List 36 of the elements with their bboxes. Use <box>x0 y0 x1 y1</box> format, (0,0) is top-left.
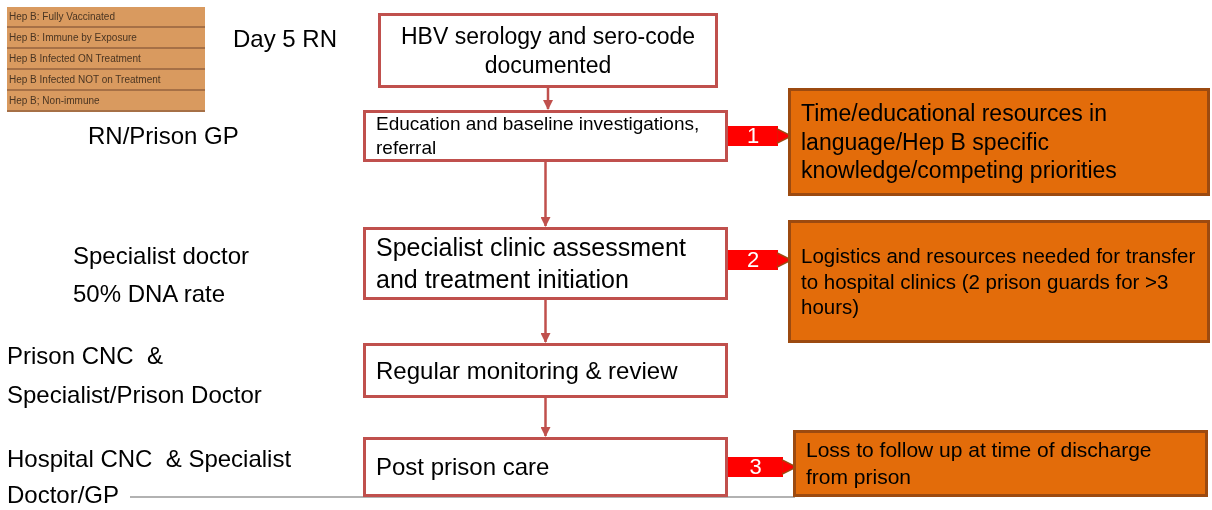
process-box <box>363 343 728 398</box>
step-number: 2 <box>745 249 761 271</box>
process-box <box>378 13 718 88</box>
role-label: RN/Prison GP <box>88 122 239 150</box>
step-number: 1 <box>745 125 761 147</box>
table-cell: Hep B; Non-immune <box>7 91 205 112</box>
barrier-box <box>788 220 1210 343</box>
role-label: Prison CNC & <box>7 342 164 370</box>
arrow <box>543 88 553 110</box>
table-cell: Hep B Infected NOT on Treatment <box>7 70 205 91</box>
table-cell: Hep B Infected ON Treatment <box>7 49 205 70</box>
table-cell: Hep B: Immune by Exposure <box>7 28 205 49</box>
step-text: Specialist clinic assessment and treatment initiation <box>376 232 687 295</box>
arrow <box>540 398 551 437</box>
barrier-box <box>788 88 1210 196</box>
barrier-text: Loss to follow up at time of discharge from prison <box>806 437 1153 490</box>
role-label: Doctor/GP <box>7 481 120 509</box>
process-box <box>363 437 728 497</box>
step-text: Regular monitoring & review <box>376 355 678 386</box>
step-text: Post prison care <box>376 452 550 482</box>
table-cell: Hep B: Fully Vaccinated <box>7 7 205 28</box>
process-box <box>363 227 728 300</box>
step-number: 3 <box>748 456 763 478</box>
process-box <box>363 110 728 162</box>
role-label: 50% DNA rate <box>73 280 226 308</box>
barrier-text: Time/educational resources in language/Hep B specific knowledge/competing priorities <box>801 98 1118 186</box>
barrier-box <box>793 430 1208 497</box>
role-label: Specialist/Prison Doctor <box>7 381 262 409</box>
arrow <box>540 162 551 227</box>
role-label: Specialist doctor <box>73 242 250 270</box>
role-label: Hospital CNC & Specialist <box>7 445 292 473</box>
barrier-text: Logistics and resources needed for transfer to hospital clinics (2 prison guards for >3 hours) <box>801 243 1197 320</box>
step-text: HBV serology and sero-code documented <box>399 21 697 80</box>
step-text: Education and baseline investigations, referral <box>376 112 701 160</box>
role-label: Day 5 RN <box>233 25 338 53</box>
arrow <box>540 300 551 343</box>
